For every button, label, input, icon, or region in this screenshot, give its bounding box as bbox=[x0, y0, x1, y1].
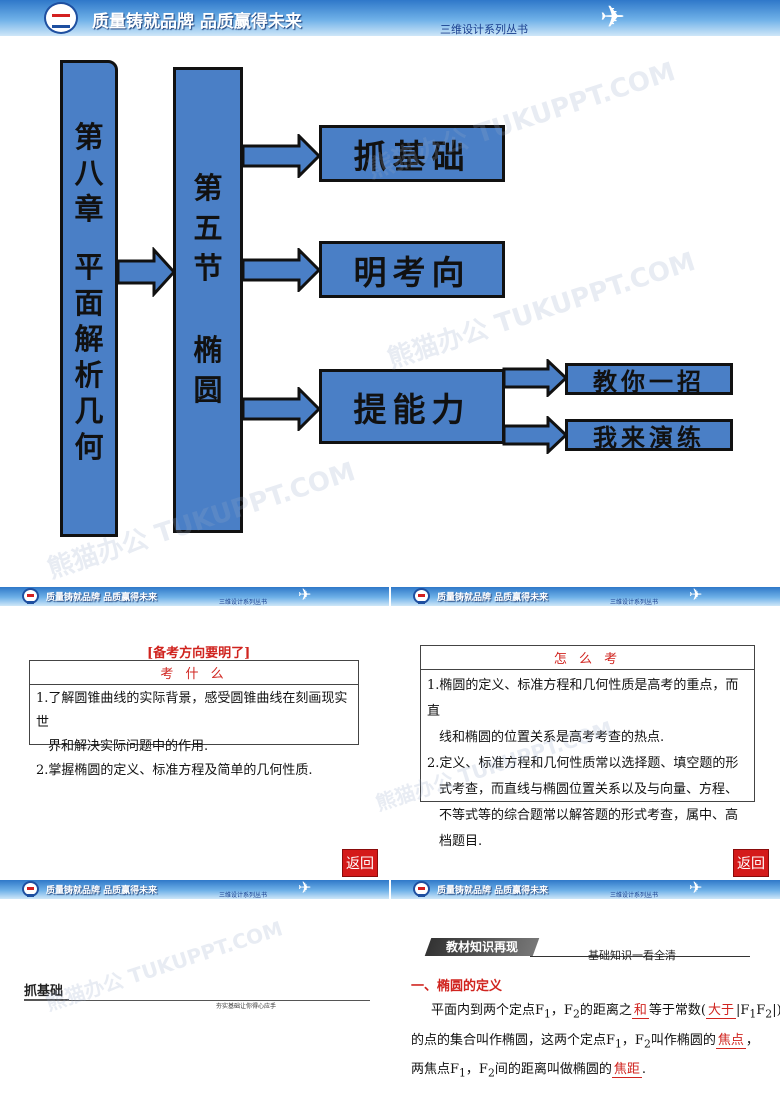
header-series: 三维设计系列丛书 bbox=[610, 599, 659, 606]
knowledge-banner: 教材知识再现 bbox=[424, 938, 540, 956]
back-button[interactable]: 返回 bbox=[733, 849, 769, 877]
logo-icon bbox=[22, 881, 39, 897]
arrow-to-ability-icon bbox=[241, 387, 321, 431]
arrow-chapter-section-icon bbox=[116, 247, 176, 297]
header-slogan: 质量铸就品牌 品质赢得未来 bbox=[46, 593, 158, 603]
slide1-header: 质量铸就品牌 品质赢得未来 三维设计系列丛书 ✈ bbox=[0, 0, 780, 36]
definition-line-2: 的点的集合叫作椭圆，这两个定点F1，F2叫作椭圆的焦点， bbox=[411, 1032, 759, 1051]
header-series: 三维设计系列丛书 bbox=[440, 23, 528, 36]
table-row: 1.椭圆的定义、标准方程和几何性质是高考的重点，而直 bbox=[427, 678, 739, 719]
item-practice[interactable]: 我来演练 bbox=[565, 419, 733, 452]
blank-and: 和 bbox=[631, 1003, 649, 1019]
slide3-header: 质量铸就品牌 品质赢得未来 三维设计系列丛书 ✈ bbox=[391, 587, 780, 606]
slide4-header: 质量铸就品牌 品质赢得未来 三维设计系列丛书 ✈ bbox=[0, 880, 389, 899]
header-slogan: 质量铸就品牌 品质赢得未来 bbox=[437, 886, 549, 896]
table-row: 不等式等的综合题常以解答题的形式考查，属中、高 bbox=[439, 808, 739, 823]
slide5-header: 质量铸就品牌 品质赢得未来 三维设计系列丛书 ✈ bbox=[391, 880, 780, 899]
exam-content-table: 考 什 么 1.了解圆锥曲线的实际背景，感受圆锥曲线在刻画现实世 界和解决实际问… bbox=[29, 660, 359, 778]
section-title-line bbox=[40, 1000, 370, 1001]
definition-heading: 一、椭圆的定义 bbox=[411, 979, 503, 994]
header-series: 三维设计系列丛书 bbox=[610, 892, 659, 899]
slide-divider bbox=[389, 587, 391, 1102]
banner-line bbox=[530, 956, 750, 957]
header-slogan: 质量铸就品牌 品质赢得未来 bbox=[437, 593, 549, 603]
item-direction[interactable]: 明考向 bbox=[319, 241, 505, 298]
table-row: 档题目. bbox=[439, 834, 483, 849]
logo-icon bbox=[413, 881, 430, 897]
blank-greater: 大于 bbox=[705, 1003, 736, 1019]
blank-focus: 焦点 bbox=[715, 1032, 746, 1049]
table-row: 2.定义、标准方程和几何性质常以选择题、填空题的形 bbox=[427, 756, 739, 771]
exam-method-table: 怎 么 考 1.椭圆的定义、标准方程和几何性质是高考的重点，而直 线和椭圆的位置… bbox=[420, 645, 755, 849]
slide2-title: [备考方向要明了] bbox=[147, 646, 251, 661]
table-header: 考 什 么 bbox=[30, 661, 358, 685]
table-row: 界和解决实际问题中的作用. bbox=[48, 739, 209, 754]
header-slogan: 质量铸就品牌 品质赢得未来 bbox=[46, 886, 158, 896]
table-row: 式考查，而直线与椭圆位置关系以及与向量、方程、 bbox=[439, 782, 739, 797]
airplane-icon: ✈ bbox=[298, 880, 312, 897]
table-row: 线和椭圆的位置关系是高考考查的热点. bbox=[439, 730, 665, 745]
item-ability[interactable]: 提能力 bbox=[319, 369, 505, 444]
airplane-icon: ✈ bbox=[600, 0, 626, 35]
section-subtitle: 夯实基础让你得心应手 bbox=[216, 1003, 277, 1010]
table-row: 2.掌握椭圆的定义、标准方程及简单的几何性质. bbox=[36, 763, 313, 778]
banner-subtitle: 基础知识一看全清 bbox=[588, 949, 676, 962]
blank-focal-distance: 焦距 bbox=[611, 1062, 642, 1079]
section-title-foundation: 抓基础 bbox=[24, 980, 70, 1001]
section-title-text: 抓基础 bbox=[24, 980, 70, 1001]
arrow-to-direction-icon bbox=[241, 248, 321, 292]
arrow-to-foundation-icon bbox=[241, 134, 321, 178]
chapter-title: 第八章平面解析几何 bbox=[74, 120, 104, 464]
arrow-to-tip-icon bbox=[502, 359, 568, 397]
section-block: 第五节椭圆 bbox=[173, 67, 243, 533]
table-row: 1.了解圆锥曲线的实际背景，感受圆锥曲线在刻画现实世 bbox=[36, 691, 348, 730]
item-foundation[interactable]: 抓基础 bbox=[319, 125, 505, 182]
header-slogan: 质量铸就品牌 品质赢得未来 bbox=[92, 12, 302, 32]
section-title: 第五节椭圆 bbox=[193, 171, 223, 407]
arrow-to-practice-icon bbox=[502, 416, 568, 454]
header-series: 三维设计系列丛书 bbox=[219, 599, 268, 606]
banner-text: 教材知识再现 bbox=[445, 940, 518, 954]
logo-icon bbox=[22, 588, 39, 604]
back-button[interactable]: 返回 bbox=[342, 849, 378, 877]
item-tip[interactable]: 教你一招 bbox=[565, 363, 733, 396]
definition-line-3: 两焦点F1，F2间的距离叫做椭圆的焦距. bbox=[411, 1062, 647, 1080]
logo-icon bbox=[413, 588, 430, 604]
airplane-icon: ✈ bbox=[689, 880, 703, 897]
table-header: 怎 么 考 bbox=[421, 646, 754, 670]
logo-icon bbox=[44, 2, 78, 34]
header-series: 三维设计系列丛书 bbox=[219, 892, 268, 899]
chapter-block: 第八章平面解析几何 bbox=[60, 60, 118, 537]
airplane-icon: ✈ bbox=[689, 587, 703, 604]
airplane-icon: ✈ bbox=[298, 587, 312, 604]
slide2-header: 质量铸就品牌 品质赢得未来 三维设计系列丛书 ✈ bbox=[0, 587, 389, 606]
